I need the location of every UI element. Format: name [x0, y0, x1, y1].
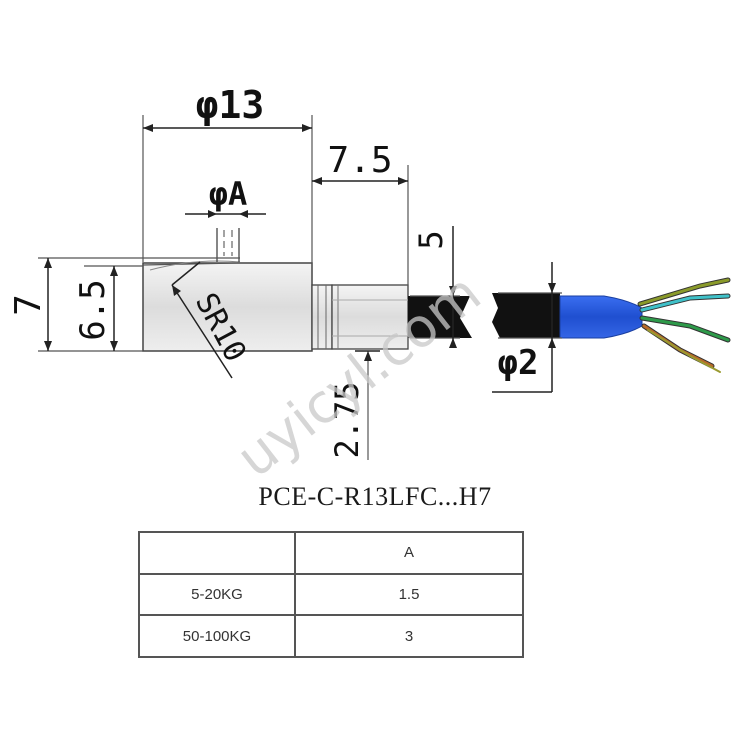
table-header-cell: A	[294, 531, 524, 575]
dim-offset-2-75: 2.75	[328, 381, 366, 458]
dim-height-6-5: 6.5	[73, 279, 113, 340]
dim-cable-diameter-2: φ2	[498, 343, 539, 383]
table-cell-value: 3	[294, 614, 524, 658]
sensor-body	[142, 260, 313, 352]
table-header-row: A	[138, 531, 524, 575]
load-button	[185, 210, 266, 262]
table-row: 5-20KG 1.5	[138, 572, 524, 617]
table-cell-value: 1.5	[294, 572, 524, 617]
model-number: PCE-C-R13LFC...H7	[258, 482, 492, 511]
table-cell-range: 5-20KG	[138, 572, 296, 617]
spec-table: A 5-20KG 1.5 50-100KG 3	[138, 531, 524, 658]
dim-cable-5: 5	[412, 230, 450, 249]
dim-length-7-5: 7.5	[327, 140, 392, 181]
dimension-arrows	[44, 124, 556, 393]
dim-diameter-13: φ13	[196, 83, 265, 127]
dim-diameter-a: φA	[209, 175, 248, 213]
table-row: 50-100KG 3	[138, 614, 524, 658]
cable	[408, 293, 643, 339]
cable-fitting	[311, 284, 409, 350]
table-header-cell	[138, 531, 296, 575]
wires	[637, 277, 731, 373]
extension-lines	[38, 115, 562, 460]
table-cell-range: 50-100KG	[138, 614, 296, 658]
dim-height-7: 7	[8, 294, 49, 316]
